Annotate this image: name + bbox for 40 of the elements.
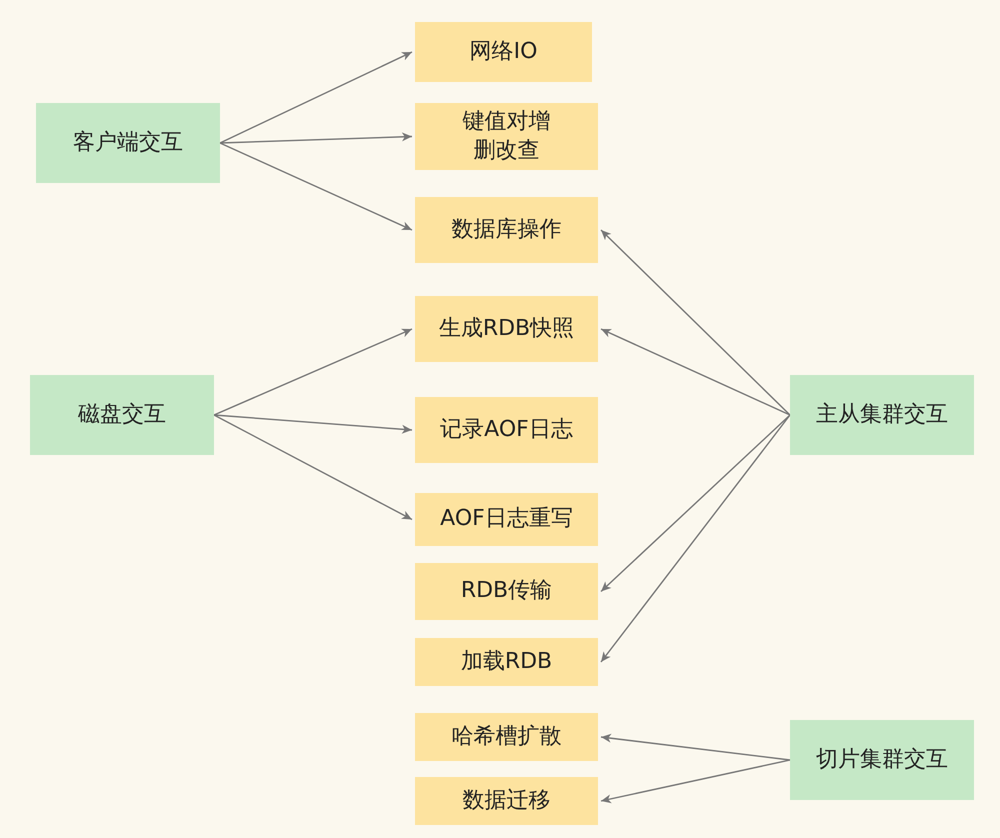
box-label: AOF日志重写 [440, 505, 573, 534]
arrow [600, 328, 790, 416]
box-label: 数据迁移 [462, 786, 550, 815]
function-box [415, 103, 598, 170]
box-label: 主从集群交互 [816, 400, 948, 429]
category-box [790, 375, 974, 455]
function-box [415, 197, 598, 263]
arrow [214, 414, 412, 520]
arrow [220, 132, 412, 144]
arrow [600, 414, 790, 592]
box-label: 网络IO [470, 38, 538, 66]
function-box [415, 397, 598, 463]
box-label: 加载RDB [460, 648, 552, 676]
box-label: 磁盘交互 [78, 400, 166, 429]
box-label: 切片集群交互 [816, 746, 948, 774]
arrow [600, 759, 790, 804]
category-box [30, 375, 214, 455]
arrow [220, 51, 412, 144]
function-box [415, 563, 598, 620]
function-box [415, 493, 598, 546]
box-label: 数据库操作 [452, 216, 562, 244]
arrow [600, 230, 790, 416]
arrow [600, 734, 790, 761]
arrow [600, 414, 791, 662]
arrow [220, 142, 412, 231]
arrow [214, 328, 412, 416]
box-label: RDB传输 [460, 577, 552, 606]
box-label: 哈希槽扩散 [452, 722, 562, 751]
box-label: 记录AOF日志 [440, 416, 573, 444]
box-label: 客户端交互 [73, 128, 183, 157]
category-box [36, 103, 220, 183]
function-box [415, 777, 598, 825]
arrow [214, 414, 412, 434]
function-box [415, 296, 598, 362]
box-label: 生成RDB快照 [438, 314, 574, 343]
function-box [415, 638, 598, 686]
category-box [790, 720, 974, 800]
box-label: 键值对增删改查 [462, 108, 552, 164]
function-box [415, 22, 592, 82]
function-box [415, 713, 598, 761]
